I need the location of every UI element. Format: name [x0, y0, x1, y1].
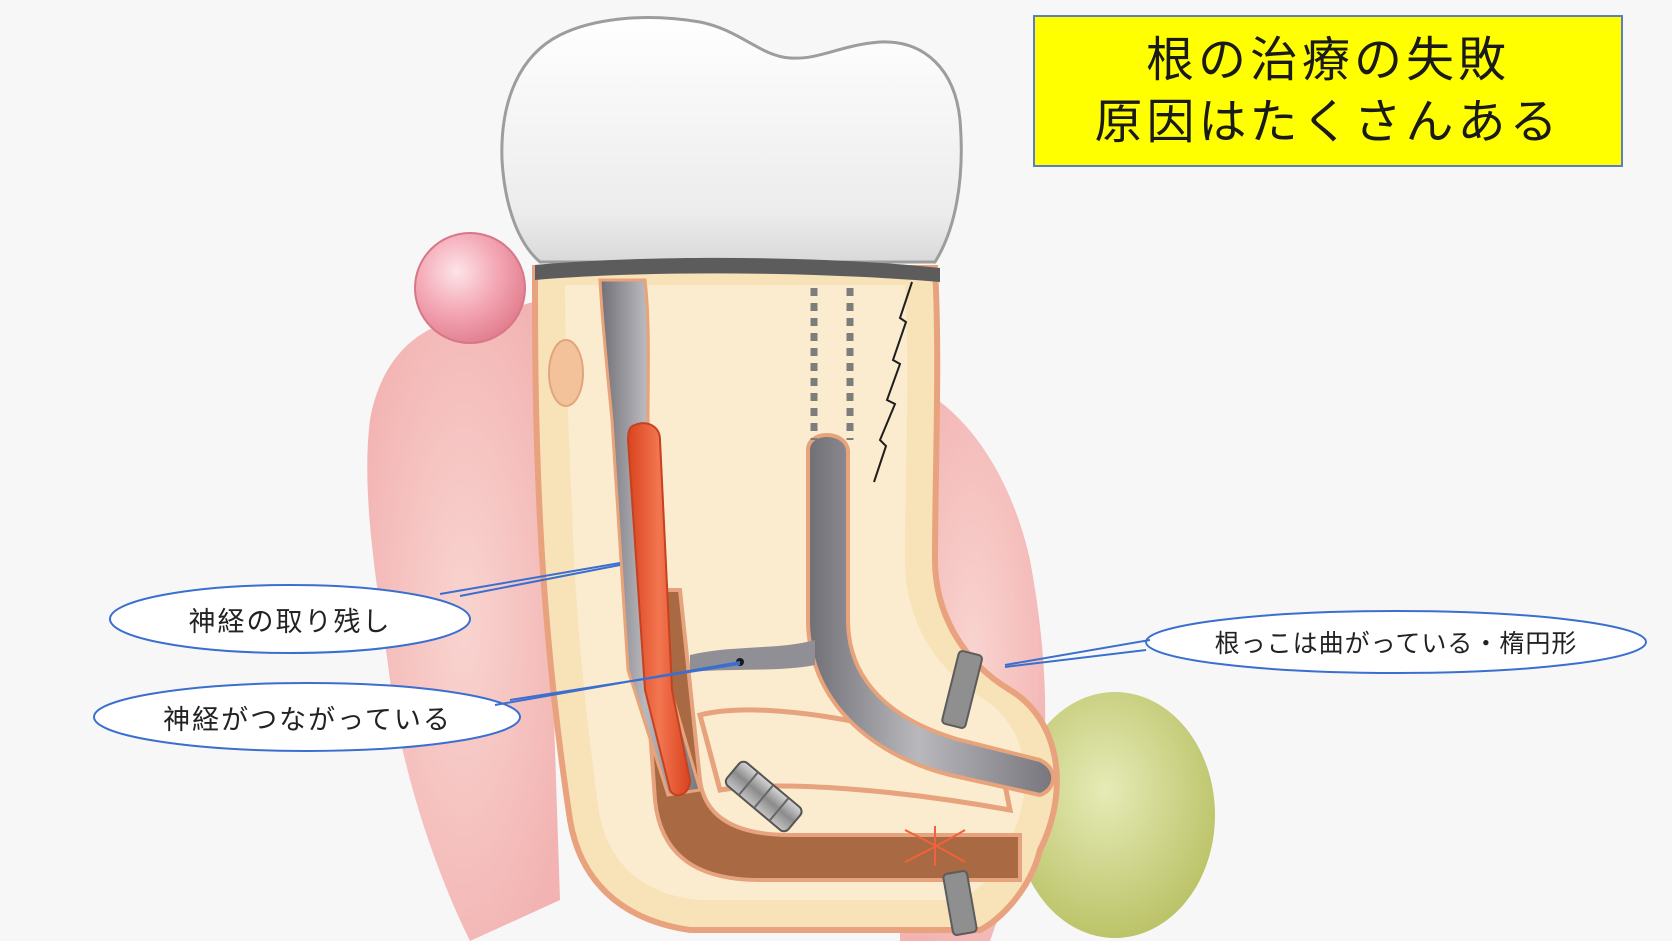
title-line-1: 根の治療の失敗: [1145, 32, 1510, 88]
callout-nerve-remnant: 神経の取り残し: [188, 606, 392, 638]
remnant-nerve: [626, 422, 692, 797]
callout-shapes: [93, 584, 1647, 752]
root-canal-lower: [637, 588, 1022, 882]
title-box: 根の治療の失敗 原因はたくさんある: [1033, 15, 1623, 167]
lateral-lesion: [548, 339, 584, 407]
dotted-lines: [810, 288, 854, 440]
callout-pointers: [439, 562, 1151, 706]
apical-nerve-branches: [904, 826, 966, 866]
broken-file-fragment: [724, 760, 803, 833]
callout-nerve-connected: 神経がつながっている: [163, 704, 452, 736]
metal-band-upper: [941, 650, 983, 729]
metal-band-lower: [942, 870, 978, 936]
root-crack: [873, 281, 913, 483]
abscess-bubble: [414, 232, 526, 344]
root-apex-cyst: [1015, 692, 1215, 938]
gutta-percha-right: [806, 433, 1056, 798]
canal-connection: [690, 640, 815, 672]
tooth-crown: [500, 16, 963, 282]
title-line-2: 原因はたくさんある: [1094, 94, 1562, 150]
callout-root-curved: 根っこは曲がっている・楕円形: [1214, 629, 1578, 658]
